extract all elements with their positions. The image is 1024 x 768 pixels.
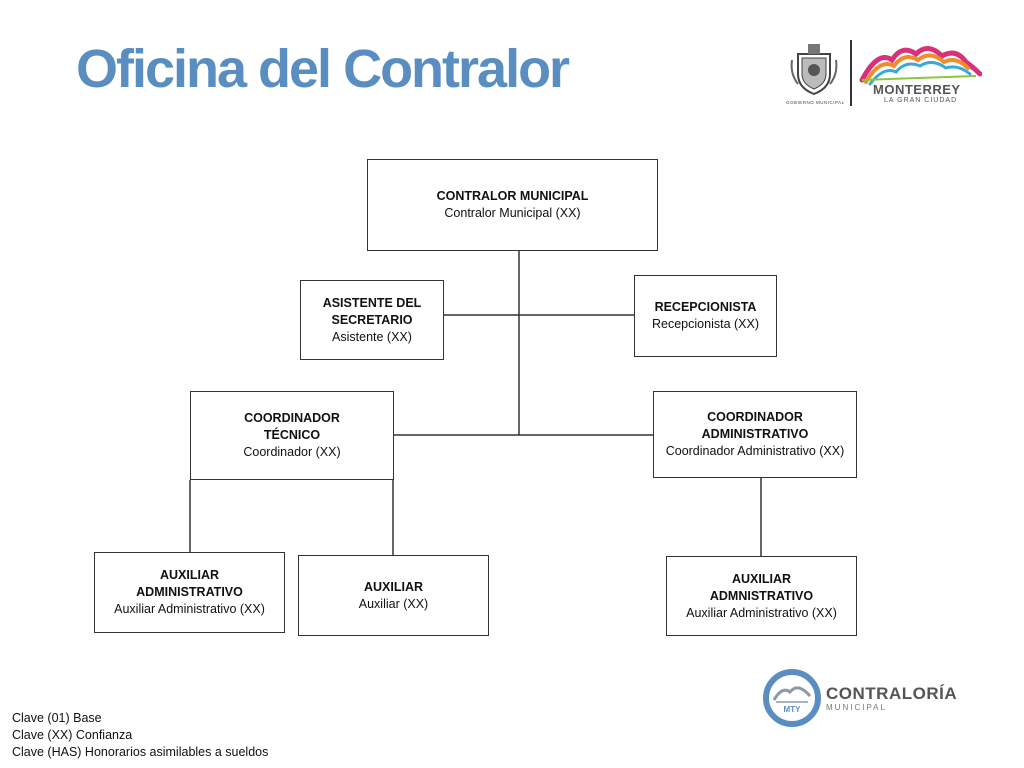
box-role: CONTRALOR MUNICIPAL — [436, 189, 589, 203]
page-title: Oficina del Contralor — [76, 39, 570, 99]
legend: Clave (01) Base Clave (XX) Confianza Cla… — [12, 710, 268, 761]
contraloria-subtitle: MUNICIPAL — [826, 703, 887, 712]
box-position: Auxiliar (XX) — [358, 596, 429, 611]
box-position: Contralor Municipal (XX) — [444, 206, 581, 220]
auxiliar-administrativo-right-box: AUXILIAR ADMNISTRATIVO Auxiliar Administ… — [666, 556, 857, 636]
box-role: ASISTENTE DEL — [322, 295, 422, 310]
box-position: Coordinador (XX) — [243, 445, 341, 459]
box-position: Auxiliar Administrativo (XX) — [114, 602, 265, 616]
contraloria-name: CONTRALORÍA — [826, 684, 958, 703]
asistente-box: ASISTENTE DEL SECRETARIO Asistente (XX) — [300, 280, 444, 360]
box-role: ADMINISTRATIVO — [701, 427, 809, 441]
city-name: MONTERREY — [873, 82, 961, 97]
box-role: ADMNISTRATIVO — [709, 588, 814, 603]
auxiliar-box: AUXILIAR Auxiliar (XX) — [298, 555, 489, 636]
auxiliar-administrativo-left-box: AUXILIAR ADMINISTRATIVO Auxiliar Adminis… — [94, 552, 285, 633]
city-tagline: LA GRAN CIUDAD — [884, 97, 958, 104]
box-role: COORDINADOR — [707, 410, 803, 424]
mty-badge: MTY — [784, 705, 802, 714]
box-position: Recepcionista (XX) — [652, 317, 759, 331]
box-role: RECEPCIONISTA — [654, 300, 757, 314]
box-role: COORDINADOR — [244, 411, 340, 425]
box-role: AUXILIAR — [731, 571, 792, 586]
legend-item: Clave (01) Base — [12, 711, 102, 725]
box-role: AUXILIAR — [159, 568, 220, 582]
contraloria-logo-icon: MTY — [763, 669, 821, 727]
box-position: Auxiliar Administrativo (XX) — [686, 605, 837, 620]
box-position: Coordinador Administrativo (XX) — [665, 444, 845, 458]
emblem-label: GOBIERNO MUNICIPAL — [786, 100, 845, 105]
box-role: AUXILIAR — [363, 579, 424, 594]
box-position: Asistente (XX) — [332, 329, 412, 344]
mountain-silhouette-icon — [859, 46, 982, 86]
coordinador-administrativo-box: COORDINADOR ADMINISTRATIVO Coordinador A… — [653, 391, 857, 478]
coat-of-arms-icon — [790, 44, 838, 96]
contralor-municipal-box: CONTRALOR MUNICIPAL Contralor Municipal … — [367, 159, 658, 251]
logo-divider — [850, 40, 852, 106]
legend-item: Clave (XX) Confianza — [12, 728, 133, 742]
box-role: TÉCNICO — [263, 428, 321, 442]
coordinador-tecnico-box: COORDINADOR TÉCNICO Coordinador (XX) — [190, 391, 394, 480]
legend-item: Clave (HAS) Honorarios asimilables a sue… — [12, 745, 269, 759]
box-role: ADMINISTRATIVO — [136, 585, 243, 599]
box-role: SECRETARIO — [331, 312, 413, 327]
recepcionista-box: RECEPCIONISTA Recepcionista (XX) — [634, 275, 777, 357]
